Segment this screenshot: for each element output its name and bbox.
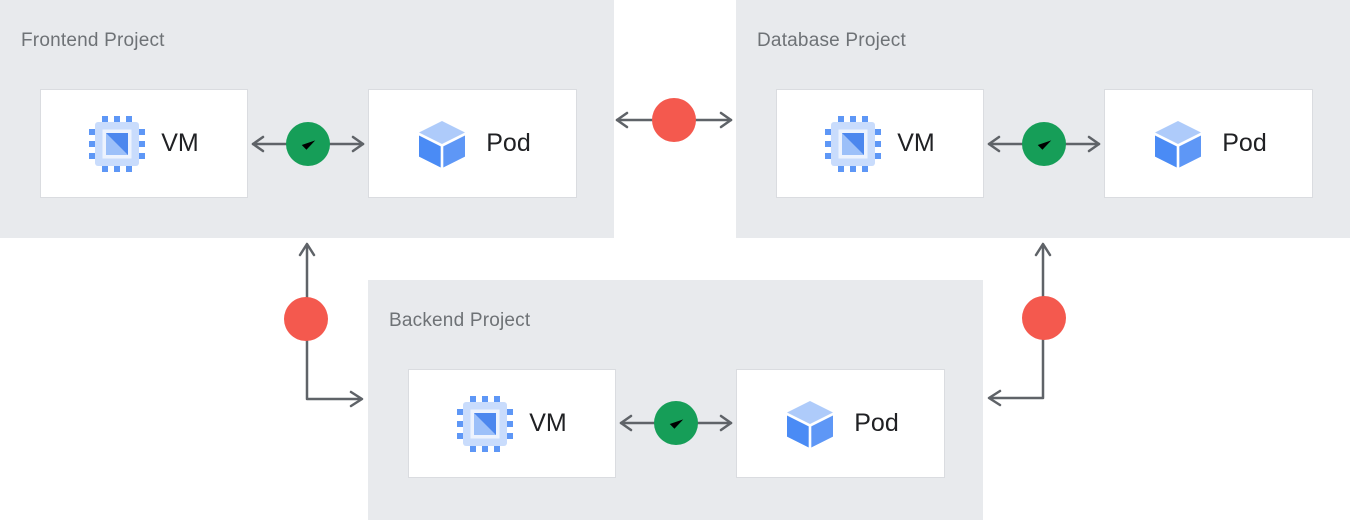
database-backend-blocked-badge <box>1022 296 1066 340</box>
backend-pod-card: Pod <box>736 369 945 478</box>
frontend-project-panel: Frontend Project VM Pod <box>0 0 614 238</box>
x-icon <box>661 107 688 134</box>
backend-project-panel: Backend Project VM Pod <box>368 280 983 520</box>
database-vm-card: VM <box>776 89 984 198</box>
vm-chip-icon <box>825 116 881 172</box>
frontend-backend-blocked-badge <box>284 297 328 341</box>
database-project-label: Database Project <box>757 30 906 51</box>
pod-cube-icon <box>782 396 838 452</box>
database-project-panel: Database Project VM Pod <box>736 0 1350 238</box>
backend-allowed-badge <box>654 401 698 445</box>
check-icon <box>663 410 690 437</box>
pod-cube-icon <box>1150 116 1206 172</box>
pod-cube-icon <box>414 116 470 172</box>
frontend-project-label: Frontend Project <box>21 30 165 51</box>
backend-pod-label: Pod <box>854 409 899 437</box>
backend-vm-card: VM <box>408 369 616 478</box>
frontend-allowed-badge <box>286 122 330 166</box>
x-icon <box>1031 305 1058 332</box>
database-pod-card: Pod <box>1104 89 1313 198</box>
backend-project-label: Backend Project <box>389 310 531 331</box>
vm-chip-icon <box>457 396 513 452</box>
frontend-pod-label: Pod <box>486 129 531 157</box>
backend-vm-label: VM <box>529 409 567 437</box>
database-allowed-badge <box>1022 122 1066 166</box>
frontend-pod-card: Pod <box>368 89 577 198</box>
x-icon <box>293 306 320 333</box>
database-vm-label: VM <box>897 129 935 157</box>
frontend-database-blocked-badge <box>652 98 696 142</box>
database-pod-label: Pod <box>1222 129 1267 157</box>
vm-chip-icon <box>89 116 145 172</box>
frontend-vm-label: VM <box>161 129 199 157</box>
check-icon <box>1031 131 1058 158</box>
check-icon <box>295 131 322 158</box>
frontend-vm-card: VM <box>40 89 248 198</box>
